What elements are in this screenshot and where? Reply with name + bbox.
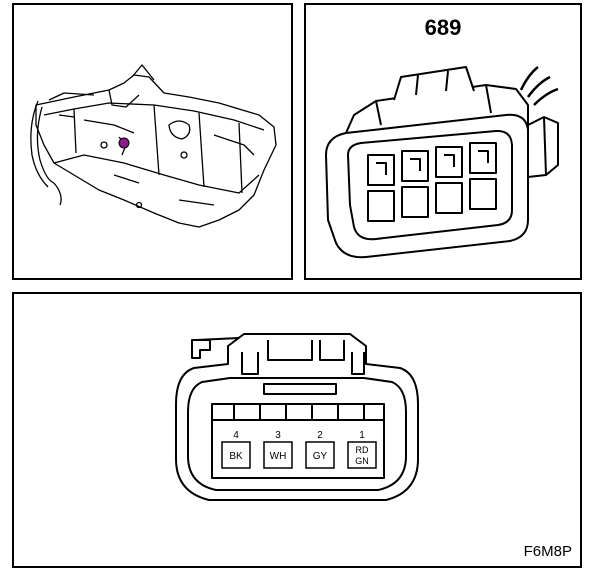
connector-face-illustration: 4 BK 3 WH 2 GY 1 RD GN bbox=[175, 333, 419, 501]
cavity-1-color: RD bbox=[356, 445, 369, 455]
cavity-1-number: 1 bbox=[359, 430, 365, 441]
cavity-3-number: 3 bbox=[275, 430, 281, 441]
cavity-1 bbox=[347, 441, 377, 469]
connector-number: 689 bbox=[424, 15, 462, 40]
location-view-panel bbox=[12, 3, 293, 280]
cavity-1-color-stripe: GN bbox=[355, 456, 369, 466]
fuel-tank-location-illustration bbox=[30, 64, 277, 228]
figure-code: F6M8P bbox=[523, 543, 572, 560]
cavity-3 bbox=[263, 441, 293, 469]
cavity-4-color: BK bbox=[229, 451, 243, 462]
connector-location-marker-icon bbox=[118, 137, 130, 149]
cavity-3-color: WH bbox=[270, 451, 287, 462]
cavity-4 bbox=[221, 441, 251, 469]
cavity-2-color: GY bbox=[313, 451, 328, 462]
cavity-2 bbox=[305, 441, 335, 469]
cavity-4-number: 4 bbox=[233, 430, 239, 441]
cavity-2-number: 2 bbox=[317, 430, 323, 441]
connector-isometric-illustration bbox=[325, 66, 559, 259]
connector-face-panel: 4 BK 3 WH 2 GY 1 RD GN F6M8P bbox=[12, 292, 582, 568]
connector-view-panel: 689 bbox=[304, 3, 582, 280]
